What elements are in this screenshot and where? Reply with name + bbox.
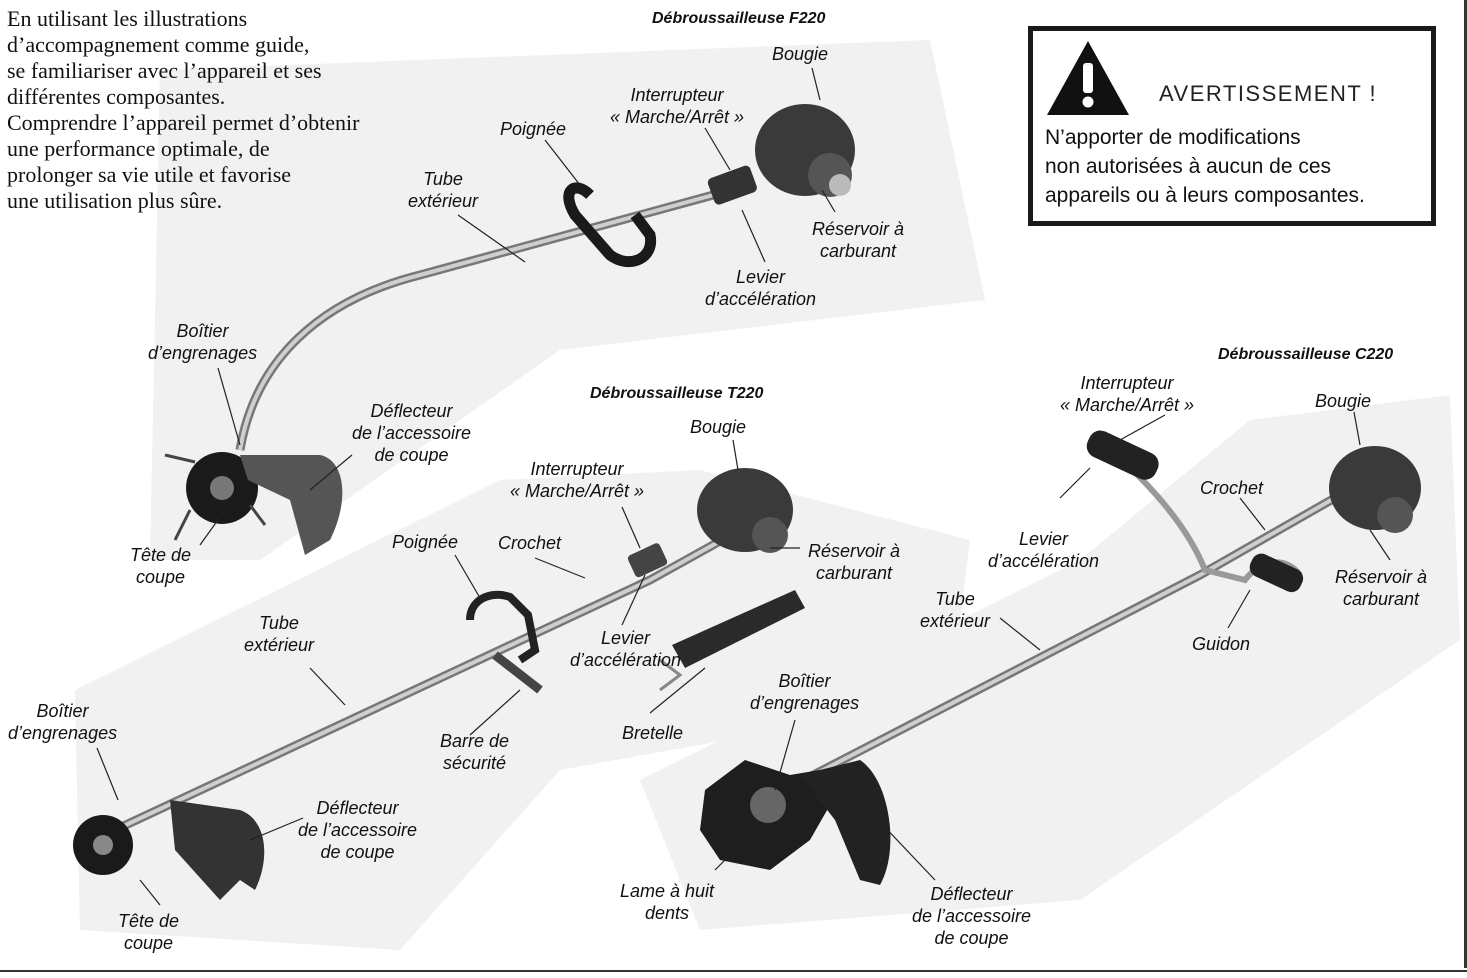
- t220-label-poignee: Poignée: [392, 531, 458, 553]
- f220-label-boitier: Boîtier d’engrenages: [148, 320, 257, 364]
- t220-label-interrupteur: Interrupteur « Marche/Arrêt »: [510, 458, 644, 502]
- label-line: d’accélération: [705, 288, 816, 310]
- c220-label-reservoir: Réservoir à carburant: [1335, 566, 1427, 610]
- c220-title: Débroussailleuse C220: [1218, 346, 1393, 364]
- label-line: de l’accessoire: [352, 422, 471, 444]
- label-line: Lame à huit: [620, 880, 714, 902]
- label-line: « Marche/Arrêt »: [510, 480, 644, 502]
- t220-label-reservoir: Réservoir à carburant: [808, 540, 900, 584]
- intro-line: une utilisation plus sûre.: [7, 188, 477, 214]
- warning-text: N’apporter de modifications non autorisé…: [1045, 123, 1365, 210]
- label-line: d’engrenages: [148, 342, 257, 364]
- label-line: Boîtier: [8, 700, 117, 722]
- warning-line: N’apporter de modifications: [1045, 123, 1365, 152]
- label-line: Déflecteur: [912, 883, 1031, 905]
- warning-box: AVERTISSEMENT ! N’apporter de modificati…: [1028, 26, 1436, 226]
- f220-label-bougie: Bougie: [772, 43, 828, 65]
- label-line: carburant: [808, 562, 900, 584]
- f220-label-tube: Tube extérieur: [408, 168, 478, 212]
- label-line: Interrupteur: [610, 84, 744, 106]
- label-line: Réservoir à: [812, 218, 904, 240]
- t220-label-tube: Tube extérieur: [244, 612, 314, 656]
- c220-label-lame: Lame à huit dents: [620, 880, 714, 924]
- c220-label-boitier: Boîtier d’engrenages: [750, 670, 859, 714]
- intro-line: En utilisant les illustrations: [7, 6, 477, 32]
- c220-label-bougie: Bougie: [1315, 390, 1371, 412]
- label-line: d’engrenages: [750, 692, 859, 714]
- label-line: d’engrenages: [8, 722, 117, 744]
- t220-label-levier: Levier d’accélération: [570, 627, 681, 671]
- label-line: extérieur: [244, 634, 314, 656]
- label-line: d’accélération: [570, 649, 681, 671]
- label-line: Déflecteur: [298, 797, 417, 819]
- c220-label-crochet: Crochet: [1200, 477, 1263, 499]
- label-line: Interrupteur: [1060, 372, 1194, 394]
- c220-label-levier: Levier d’accélération: [988, 528, 1099, 572]
- c220-label-tube: Tube extérieur: [920, 588, 990, 632]
- t220-label-deflecteur: Déflecteur de l’accessoire de coupe: [298, 797, 417, 863]
- label-line: Boîtier: [148, 320, 257, 342]
- label-line: Barre de: [440, 730, 509, 752]
- warning-line: appareils ou à leurs composantes.: [1045, 181, 1365, 210]
- f220-label-poignee: Poignée: [500, 118, 566, 140]
- label-line: Déflecteur: [352, 400, 471, 422]
- label-line: de coupe: [352, 444, 471, 466]
- label-line: Tête de: [118, 910, 179, 932]
- t220-title: Débroussailleuse T220: [590, 385, 763, 403]
- label-line: de l’accessoire: [298, 819, 417, 841]
- t220-label-barre: Barre de sécurité: [440, 730, 509, 774]
- t220-label-boitier: Boîtier d’engrenages: [8, 700, 117, 744]
- label-line: de coupe: [298, 841, 417, 863]
- label-line: « Marche/Arrêt »: [1060, 394, 1194, 416]
- label-line: Levier: [570, 627, 681, 649]
- label-line: coupe: [118, 932, 179, 954]
- f220-label-tete: Tête de coupe: [130, 544, 191, 588]
- label-line: Réservoir à: [808, 540, 900, 562]
- c220-label-guidon: Guidon: [1192, 633, 1250, 655]
- label-line: carburant: [1335, 588, 1427, 610]
- intro-line: d’accompagnement comme guide,: [7, 32, 477, 58]
- intro-line: une performance optimale, de: [7, 136, 477, 162]
- intro-line: prolonger sa vie utile et favorise: [7, 162, 477, 188]
- label-line: Tube: [408, 168, 478, 190]
- label-line: Réservoir à: [1335, 566, 1427, 588]
- label-line: dents: [620, 902, 714, 924]
- f220-title: Débroussailleuse F220: [652, 10, 825, 28]
- label-line: extérieur: [920, 610, 990, 632]
- f220-label-levier: Levier d’accélération: [705, 266, 816, 310]
- t220-label-bretelle: Bretelle: [622, 722, 683, 744]
- label-line: carburant: [812, 240, 904, 262]
- warning-title: AVERTISSEMENT !: [1159, 81, 1377, 107]
- label-line: de coupe: [912, 927, 1031, 949]
- label-line: « Marche/Arrêt »: [610, 106, 744, 128]
- label-line: coupe: [130, 566, 191, 588]
- label-line: d’accélération: [988, 550, 1099, 572]
- label-line: Levier: [705, 266, 816, 288]
- label-line: Levier: [988, 528, 1099, 550]
- label-line: de l’accessoire: [912, 905, 1031, 927]
- label-line: Tête de: [130, 544, 191, 566]
- t220-label-tete: Tête de coupe: [118, 910, 179, 954]
- label-line: Boîtier: [750, 670, 859, 692]
- c220-label-deflecteur: Déflecteur de l’accessoire de coupe: [912, 883, 1031, 949]
- label-line: Interrupteur: [510, 458, 644, 480]
- f220-label-reservoir: Réservoir à carburant: [812, 218, 904, 262]
- warning-triangle-icon: [1045, 39, 1131, 117]
- intro-line: se familiariser avec l’appareil et ses: [7, 58, 477, 84]
- warning-line: non autorisées à aucun de ces: [1045, 152, 1365, 181]
- label-line: Tube: [920, 588, 990, 610]
- intro-line: Comprendre l’appareil permet d’obtenir: [7, 110, 477, 136]
- c220-label-interrupteur: Interrupteur « Marche/Arrêt »: [1060, 372, 1194, 416]
- page-border-bottom: [0, 970, 1467, 972]
- f220-label-deflecteur: Déflecteur de l’accessoire de coupe: [352, 400, 471, 466]
- label-line: Tube: [244, 612, 314, 634]
- t220-label-crochet: Crochet: [498, 532, 561, 554]
- label-line: sécurité: [440, 752, 509, 774]
- f220-label-interrupteur: Interrupteur « Marche/Arrêt »: [610, 84, 744, 128]
- t220-label-bougie: Bougie: [690, 416, 746, 438]
- intro-line: différentes composantes.: [7, 84, 477, 110]
- label-line: extérieur: [408, 190, 478, 212]
- intro-paragraph: En utilisant les illustrations d’accompa…: [7, 6, 477, 214]
